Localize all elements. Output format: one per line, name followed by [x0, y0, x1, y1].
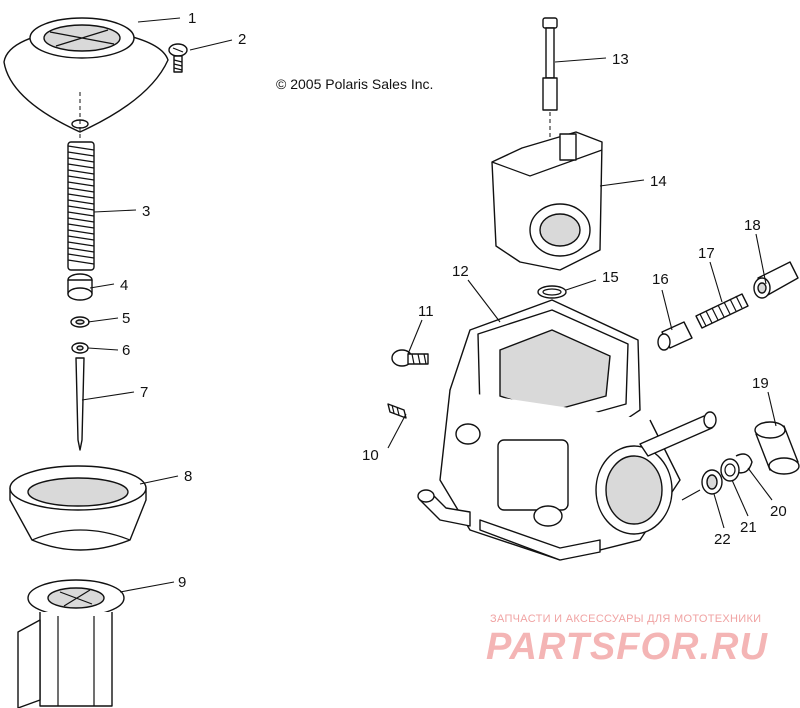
callout-2: 2: [238, 31, 246, 48]
callout-10: 10: [362, 447, 379, 464]
watermark-tagline: ЗАПЧАСТИ И АКСЕССУАРЫ ДЛЯ МОТОТЕХНИКИ: [490, 613, 762, 625]
part-4-retainer: [67, 273, 93, 301]
callout-15: 15: [602, 269, 619, 286]
part-3-spring: [67, 141, 95, 271]
callout-14: 14: [650, 173, 667, 190]
part-16-plunger: [657, 321, 693, 351]
callout-17: 17: [698, 245, 715, 262]
callout-19: 19: [752, 375, 769, 392]
callout-5: 5: [122, 310, 130, 327]
part-5-e-clip: [70, 316, 90, 328]
callout-4: 4: [120, 277, 128, 294]
callout-20: 20: [770, 503, 787, 520]
part-2-screw: [168, 43, 188, 73]
part-18-fitting: [753, 261, 799, 299]
part-11-screw: [391, 349, 429, 367]
part-14-top-cover: [491, 131, 603, 271]
part-1-top-cap: [3, 17, 169, 133]
callout-18: 18: [744, 217, 761, 234]
part-19-sleeve: [754, 421, 800, 475]
callout-numbers: 1 2 3 4 5 6 7 8 9 10 11 12 13 14 15 16 1…: [120, 10, 787, 591]
callout-12: 12: [452, 263, 469, 280]
callout-11: 11: [418, 303, 434, 320]
part-6-washer: [71, 342, 89, 354]
part-9-throttle-slide: [17, 579, 125, 708]
part-10-pilot-screw: [387, 403, 407, 419]
part-21-washer: [720, 458, 740, 482]
part-8-diaphragm: [9, 465, 147, 551]
part-22-ring: [701, 469, 723, 495]
callout-21: 21: [740, 519, 757, 536]
callout-16: 16: [652, 271, 669, 288]
part-15-o-ring: [537, 285, 567, 299]
callout-3: 3: [142, 203, 150, 220]
callout-13: 13: [612, 51, 629, 68]
part-13-rod: [542, 17, 558, 111]
carburetor-body: [417, 299, 717, 561]
part-7-jet-needle: [75, 357, 85, 451]
callout-1: 1: [188, 10, 196, 27]
callout-7: 7: [140, 384, 148, 401]
callout-8: 8: [184, 468, 192, 485]
callout-6: 6: [122, 342, 130, 359]
leader-lines: [81, 17, 777, 593]
part-17-spring: [695, 293, 749, 329]
copyright-notice: © 2005 Polaris Sales Inc.: [276, 76, 434, 92]
callout-22: 22: [714, 531, 731, 548]
watermark-logo: PARTSFOR.RU: [486, 626, 768, 668]
callout-9: 9: [178, 574, 186, 591]
